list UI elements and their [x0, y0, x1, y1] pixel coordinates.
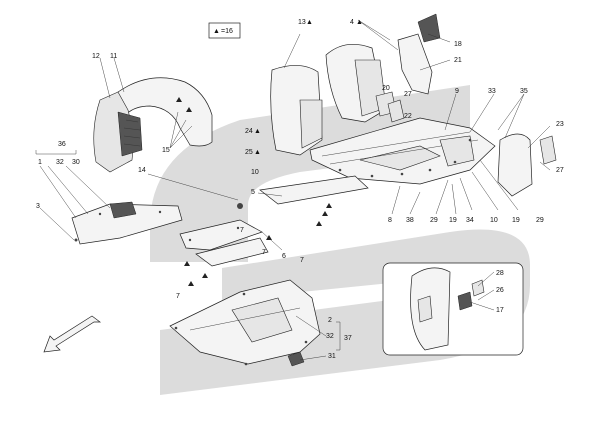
callout-11: 11	[110, 53, 117, 60]
callout-32-left: 32	[56, 159, 64, 166]
callout-20: 20	[382, 85, 390, 92]
callout-31: 31	[328, 353, 336, 360]
callout-3: 3	[36, 203, 40, 210]
legend-text: =16	[221, 28, 233, 35]
callout-24: 24	[245, 128, 253, 135]
callout-10-mid: 10	[251, 169, 259, 176]
callout-13: 13	[298, 19, 306, 26]
callout-29-right: 29	[536, 217, 544, 224]
callout-19-mid: 19	[449, 217, 457, 224]
front-wheel-covers	[270, 13, 441, 156]
callout-triangle: ▲	[254, 149, 261, 156]
callout-18: 18	[454, 41, 462, 48]
callout-triangle: ▲	[356, 19, 363, 26]
callout-8: 8	[388, 217, 392, 224]
callout-19-right: 19	[512, 217, 520, 224]
mid-panels	[179, 175, 369, 267]
under-panel-left	[71, 201, 183, 245]
callout-5: 5	[251, 189, 255, 196]
callout-35: 35	[520, 88, 528, 95]
legend-symbol: ▲	[213, 28, 220, 35]
callout-32-front: 32	[326, 333, 334, 340]
callout-triangle: ▲	[306, 19, 313, 26]
callout-23: 23	[556, 121, 564, 128]
callout-29-mid: 29	[430, 217, 438, 224]
callout-2: 2	[328, 317, 332, 324]
inset-detail	[382, 262, 524, 356]
leader-lines	[35, 19, 551, 361]
callout-6: 6	[282, 253, 286, 260]
central-floor-panel	[309, 117, 496, 185]
callout-37: 37	[344, 335, 352, 342]
triangle-markers	[176, 97, 332, 286]
callout-21: 21	[454, 57, 462, 64]
callout-15: 15	[162, 147, 170, 154]
callout-labels: 13 ▲ 4 ▲ 18 21 12 11 15 36 1 32 30 3 14 …	[36, 19, 564, 360]
wheel-liner-right	[497, 133, 557, 197]
callout-7-c: 7	[176, 293, 180, 300]
callout-7-a: 7	[262, 249, 266, 256]
callout-22: 22	[404, 113, 412, 120]
callout-4: 4	[350, 19, 354, 26]
callout-14: 14	[138, 167, 146, 174]
front-underbody-tray	[169, 279, 321, 367]
callout-25: 25	[245, 149, 253, 156]
callout-7-d: 7	[240, 227, 244, 234]
callout-28: 28	[496, 270, 504, 277]
callout-10-right: 10	[490, 217, 498, 224]
callout-38: 38	[406, 217, 414, 224]
callout-27-right: 27	[556, 167, 564, 174]
callout-34: 34	[466, 217, 474, 224]
callout-33: 33	[488, 88, 496, 95]
direction-arrow	[43, 315, 102, 353]
callout-1: 1	[38, 159, 42, 166]
callout-27-top: 27	[404, 91, 412, 98]
callout-7-b: 7	[300, 257, 304, 264]
callout-36: 36	[58, 141, 66, 148]
callout-12: 12	[92, 53, 100, 60]
legend-box: ▲ =16	[208, 22, 241, 39]
callout-30: 30	[72, 159, 80, 166]
callout-triangle: ▲	[254, 128, 261, 135]
wheelhouse-liner-left	[93, 77, 213, 173]
callout-9: 9	[455, 88, 459, 95]
callout-17: 17	[496, 307, 504, 314]
callout-26: 26	[496, 287, 504, 294]
